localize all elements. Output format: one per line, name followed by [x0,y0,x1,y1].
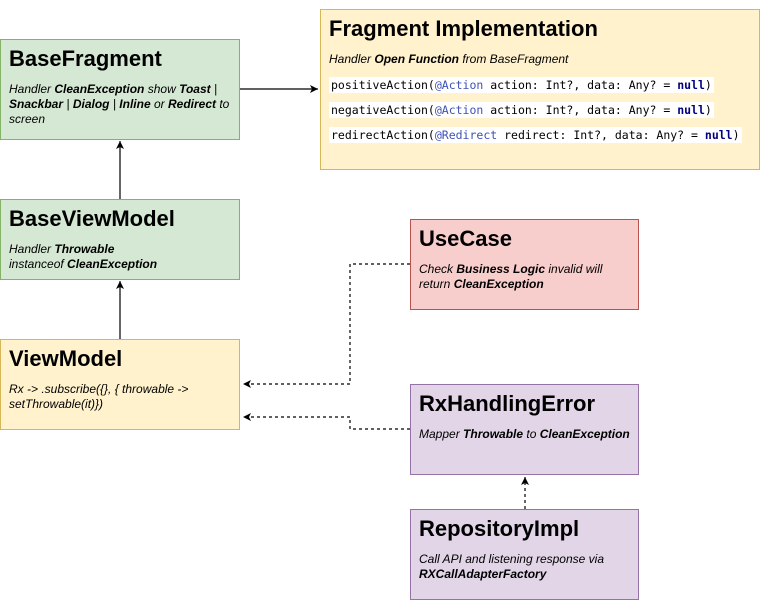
desc-text: Call API and listening response via [419,552,604,566]
desc-text: from BaseFragment [459,52,569,66]
desc-text: to screen [9,97,230,126]
edge-usecase-to-viewmodel [243,263,410,388]
desc-bold: CleanException [539,427,630,441]
usecase-title: UseCase [419,226,512,251]
desc-text: Mapper [419,427,464,441]
desc-text: Check [419,262,457,276]
usecase-node: UseCase Check Business Logic invalid wil… [410,219,639,310]
code-text: action: Int?, data: Any? = [483,78,678,92]
desc-bold: CleanException [67,257,158,271]
desc-text: Handler [329,52,375,66]
rxhandlingerror-title: RxHandlingError [419,391,596,416]
desc-bold: Snackbar [9,97,64,111]
desc-text: show [144,82,180,96]
desc-bold: Redirect [167,97,217,111]
desc-bold: Dialog [72,97,110,111]
desc-bold: Inline [119,97,151,111]
desc-bold: Business Logic [456,262,546,276]
repositoryimpl-node: RepositoryImpl Call API and listening re… [410,509,639,600]
code-text: redirect: Int?, data: Any? = [497,128,705,142]
desc-bold: CleanException [453,277,544,291]
viewmodel-title: ViewModel [9,346,123,371]
fragment-implementation-title: Fragment Implementation [329,16,598,41]
viewmodel-description: Rx -> .subscribe({}, { throwable -> setT… [9,382,189,411]
desc-bold: Throwable [463,427,524,441]
code-keyword: null [677,103,705,117]
desc-text: to [523,427,540,441]
desc-text: | [109,97,120,111]
code-text: positiveAction( [331,78,435,92]
code-text: negativeAction( [331,103,435,117]
desc-text: instanceof [9,257,68,271]
code-keyword: null [677,78,705,92]
desc-text: Handler [9,82,55,96]
desc-text: Handler [9,242,55,256]
basefragment-node: BaseFragment Handler CleanException show… [0,39,240,140]
code-text: ) [732,128,740,142]
rxhandlingerror-node: RxHandlingError Mapper Throwable to Clea… [410,384,639,475]
fragment-implementation-description: Handler Open Function from BaseFragment [329,52,751,67]
code-line-positive-action: positiveAction(@Action action: Int?, dat… [329,77,714,93]
code-line-negative-action: negativeAction(@Action action: Int?, dat… [329,102,714,118]
desc-bold: Throwable [54,242,115,256]
desc-text: or [150,97,168,111]
baseviewmodel-title: BaseViewModel [9,206,175,231]
code-annotation: @Redirect [434,128,498,142]
desc-text: | [210,82,218,96]
code-text: action: Int?, data: Any? = [483,103,678,117]
viewmodel-node: ViewModel Rx -> .subscribe({}, { throwab… [0,339,240,430]
desc-bold: RXCallAdapterFactory [419,567,547,581]
desc-text: invalid will return [419,262,603,291]
code-keyword: null [704,128,733,142]
fragment-implementation-node: Fragment Implementation Handler Open Fun… [320,9,760,170]
code-annotation: @Action [434,103,484,117]
rxhandlingerror-description: Mapper Throwable to CleanException [419,427,630,442]
code-line-redirect-action: redirectAction(@Redirect redirect: Int?,… [329,127,742,143]
basefragment-description: Handler CleanException show Toast | Snac… [9,82,231,127]
desc-bold: Open Function [374,52,460,66]
usecase-description: Check Business Logic invalid will return… [419,262,619,292]
code-text: ) [704,78,712,92]
code-text: redirectAction( [331,128,435,142]
repositoryimpl-description: Call API and listening response via RXCa… [419,552,630,582]
edge-rxhandlingerror-to-viewmodel [243,413,410,430]
repositoryimpl-title: RepositoryImpl [419,516,580,541]
basefragment-title: BaseFragment [9,46,162,71]
code-annotation: @Action [434,78,484,92]
code-text: ) [704,103,712,117]
desc-text: | [63,97,73,111]
desc-bold: CleanException [54,82,145,96]
desc-bold: Toast [179,82,211,96]
